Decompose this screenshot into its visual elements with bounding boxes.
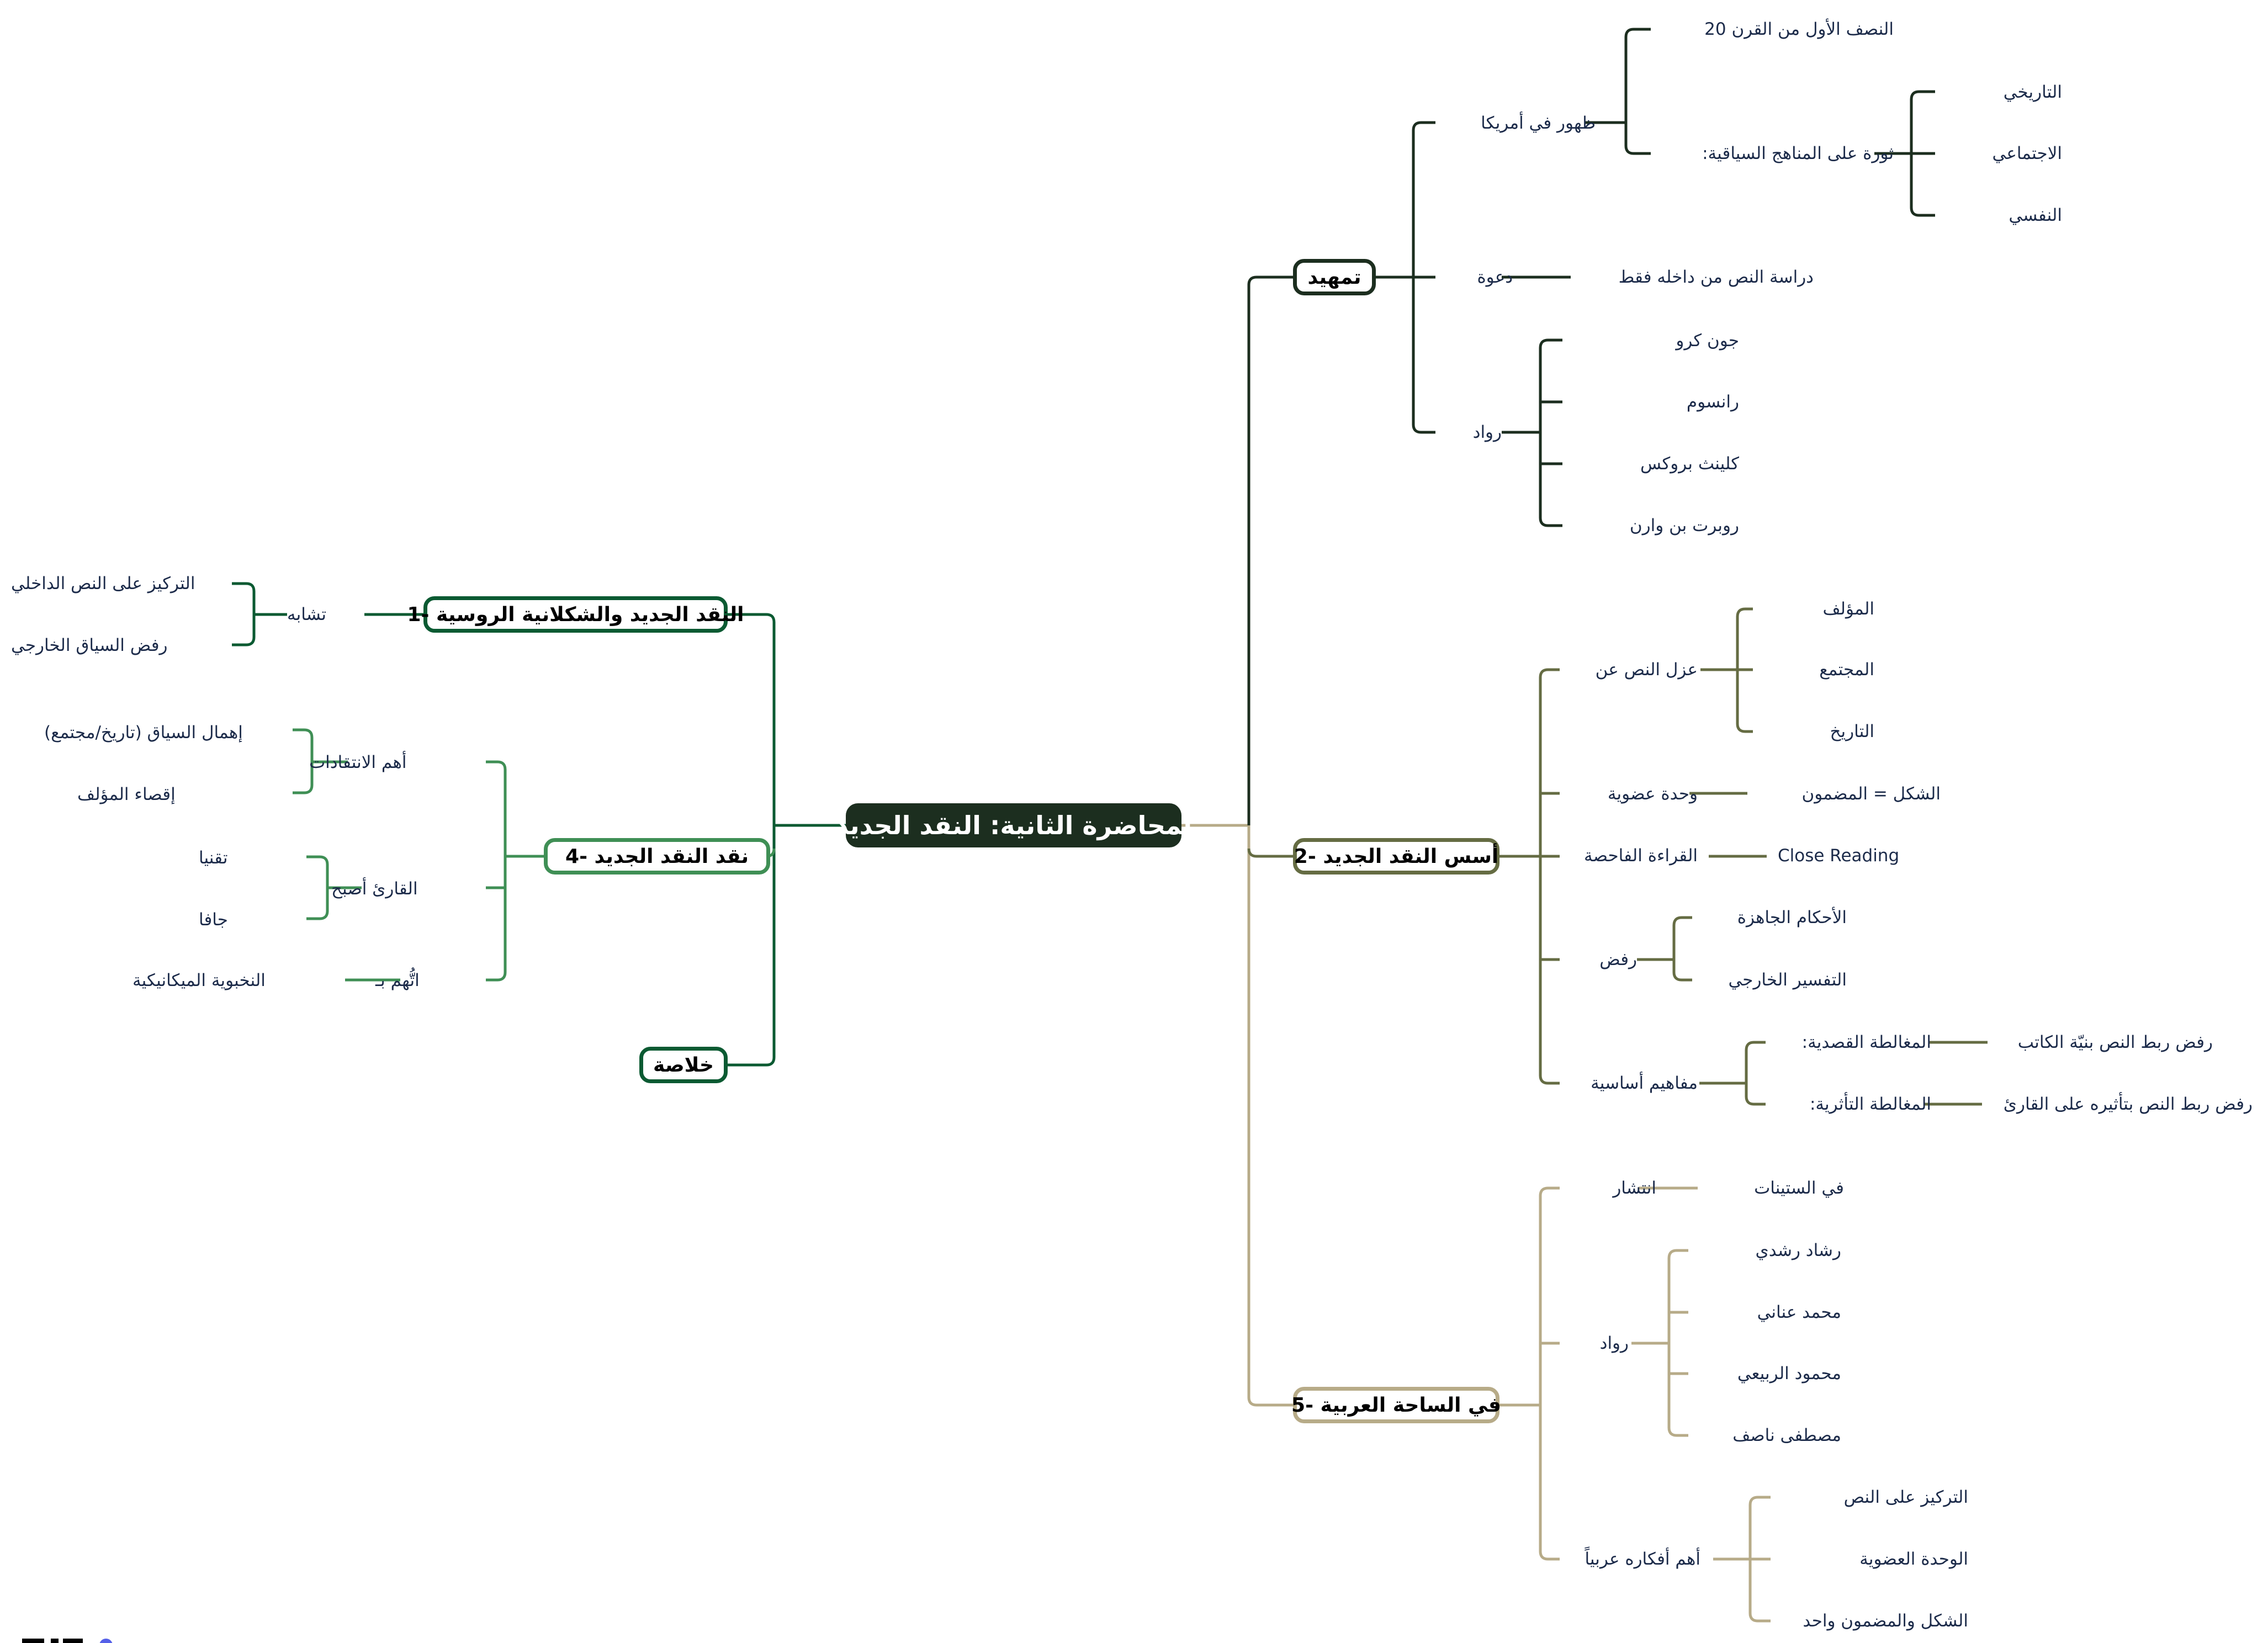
subtopic-similarity[interactable]: تشابه <box>287 605 326 624</box>
subtopic-arab-ideas[interactable]: أهم أفكاره عربياً <box>1585 1549 1700 1569</box>
revolt-item[interactable]: النفسي <box>2009 205 2062 225</box>
arab-pioneer-item[interactable]: رشاد رشدي <box>1755 1241 1841 1260</box>
arab-pioneer-item[interactable]: محمود الربيعي <box>1737 1364 1841 1384</box>
arab-idea-item[interactable]: الشكل والمضمون واحد <box>1803 1611 1968 1631</box>
subtopic-emergence-time[interactable]: النصف الأول من القرن 20 <box>1704 19 1894 39</box>
subtopic-concepts[interactable]: مفاهيم أساسية <box>1591 1073 1698 1093</box>
subtopic-pioneers[interactable]: رواد <box>1472 422 1502 442</box>
arab-pioneer-item[interactable]: محمد عناني <box>1757 1302 1841 1322</box>
revolt-item[interactable]: التاريخي <box>2003 82 2062 102</box>
topic-summary[interactable]: خلاصة <box>639 1047 728 1083</box>
bracket-connector <box>1672 916 1692 982</box>
arab-idea-item[interactable]: الوحدة العضوية <box>1859 1549 1968 1569</box>
criticism-item[interactable]: إهمال السياق (تاريخ/مجتمع) <box>44 723 243 743</box>
topic-russian-formalism[interactable]: النقد الجديد والشكلانية الروسية -1 <box>407 596 744 633</box>
subtopic-isolation[interactable]: عزل النص عن <box>1595 660 1698 680</box>
bracket-connector <box>1539 338 1562 527</box>
bracket-connector <box>1667 1249 1688 1437</box>
subtopic-revolt[interactable]: ثورة على المناهج السياقية: <box>1702 144 1894 163</box>
left-trunk-connector <box>728 613 776 1067</box>
arab-idea-item[interactable]: التركيز على النص <box>1843 1487 1968 1507</box>
topic-foundations[interactable]: أسس النقد الجديد -2 <box>1293 838 1499 875</box>
concept-value[interactable]: رفض ربط النص بتأثيره على القارئ <box>2003 1094 2253 1114</box>
isolation-item[interactable]: المؤلف <box>1822 599 1874 619</box>
subtopic-spread[interactable]: انتشار <box>1613 1178 1656 1198</box>
reader-item[interactable]: جافا <box>199 910 228 930</box>
bracket-connector <box>293 728 314 794</box>
subtopic-organic-unity[interactable]: وحدة عضوية <box>1607 784 1698 804</box>
similarity-item[interactable]: رفض السياق الخارجي <box>11 635 168 655</box>
root-topic[interactable]: لمحاضرة الثانية: النقد الجديد <box>835 803 1192 847</box>
pioneer-item[interactable]: روبرت بن وارن <box>1629 516 1739 536</box>
reader-item[interactable]: تقنيا <box>199 848 228 868</box>
isolation-item[interactable]: المجتمع <box>1819 660 1874 680</box>
bracket-connector <box>486 760 507 982</box>
subtopic-emergence[interactable]: ظهور في أمريكا <box>1481 113 1596 133</box>
bracket-connector <box>232 582 256 646</box>
concept-label[interactable]: المغالطة التأثرية: <box>1809 1094 1931 1114</box>
isolation-item[interactable]: التاريخ <box>1830 722 1874 741</box>
topic-arab-scene[interactable]: في الساحة العربية -5 <box>1291 1387 1501 1423</box>
bracket-connector <box>1745 1041 1766 1106</box>
brand-circle-icon <box>99 1639 113 1643</box>
subtopic-close-reading[interactable]: القراءة الفاحصة <box>1584 846 1698 866</box>
organic-unity-value[interactable]: الشكل = المضمون <box>1801 784 1941 804</box>
topic-intro[interactable]: تمهيد <box>1293 259 1376 295</box>
accused-value[interactable]: النخبوية الميكانيكية <box>133 971 266 990</box>
bracket-connector <box>306 855 329 920</box>
arab-connector <box>1247 825 1293 1407</box>
criticism-item[interactable]: إقصاء المؤلف <box>77 785 176 804</box>
subtopic-call-value[interactable]: دراسة النص من داخله فقط <box>1618 267 1814 287</box>
revolt-item[interactable]: الاجتماعي <box>1992 144 2062 163</box>
close-reading-value[interactable]: Close Reading <box>1778 846 1900 866</box>
subtopic-main-criticisms[interactable]: أهم الانتقادات <box>309 752 407 772</box>
foundations-connector <box>1247 848 1293 858</box>
pioneer-item[interactable]: كلينث بروكس <box>1640 454 1739 474</box>
watermark-logo <box>22 1639 133 1643</box>
topic-critique[interactable]: نقد النقد الجديد -4 <box>544 838 770 875</box>
subtopic-call[interactable]: دعوة <box>1477 267 1513 287</box>
concept-value[interactable]: رفض ربط النص بنيّة الكاتب <box>2017 1032 2213 1052</box>
arab-pioneer-item[interactable]: مصطفى ناصف <box>1732 1425 1841 1445</box>
reject-item[interactable]: الأحكام الجاهزة <box>1737 908 1847 928</box>
subtopic-reject[interactable]: رفض <box>1599 950 1637 969</box>
subtopic-accused[interactable]: اتُّهم بـ <box>375 971 420 990</box>
intro-connector <box>1247 275 1293 825</box>
bracket-connector <box>1539 1186 1560 1561</box>
subtopic-arab-pioneers[interactable]: رواد <box>1599 1333 1629 1353</box>
bracket-connector <box>1539 668 1560 1085</box>
pioneer-item[interactable]: جون كرو <box>1676 331 1739 351</box>
bracket-connector <box>1624 28 1651 155</box>
reject-item[interactable]: التفسير الخارجي <box>1728 970 1847 990</box>
subtopic-reader-became[interactable]: القارئ أصبح <box>331 879 418 899</box>
pioneer-item[interactable]: رانسوم <box>1686 392 1739 412</box>
similarity-item[interactable]: التركيز على النص الداخلي <box>11 574 195 593</box>
concept-label[interactable]: المغالطة القصدية: <box>1801 1032 1931 1052</box>
spread-value[interactable]: في الستينات <box>1754 1178 1844 1198</box>
